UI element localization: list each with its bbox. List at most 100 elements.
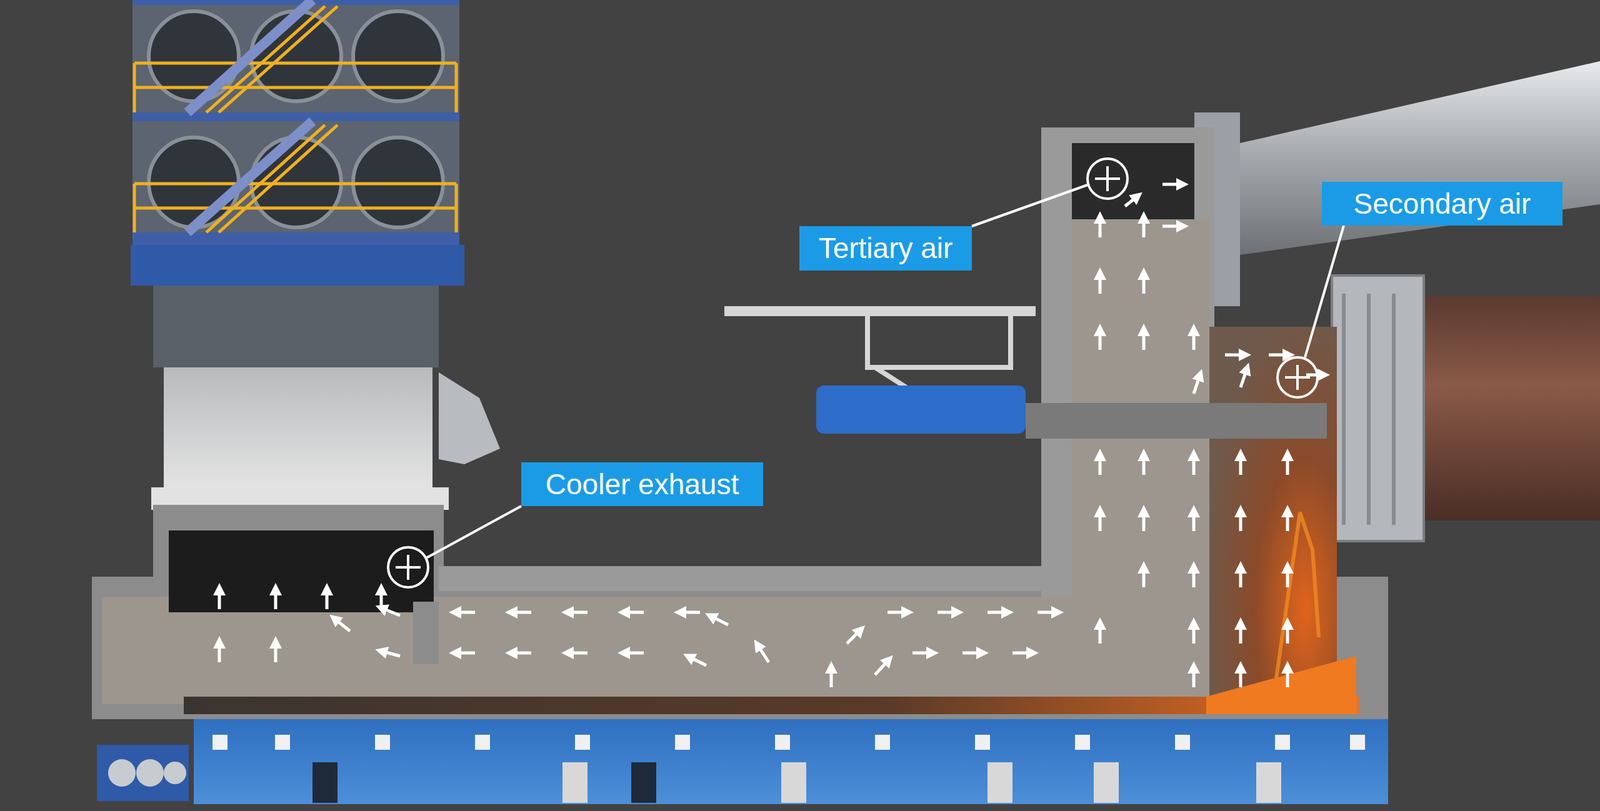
floor-slab	[132, 112, 460, 122]
flow-arrow	[1012, 651, 1033, 655]
flow-arrow	[1098, 273, 1102, 294]
floor-slab	[132, 232, 460, 245]
flow-arrow	[274, 642, 278, 663]
flow-arrow	[380, 589, 384, 610]
callout-label: Tertiary air	[818, 232, 954, 265]
flow-arrow	[455, 611, 475, 615]
leader-line	[1305, 225, 1344, 358]
flow-arrow	[1192, 623, 1196, 644]
leader-line	[426, 506, 522, 559]
door	[631, 762, 657, 804]
flow-arrow	[1286, 623, 1290, 644]
window	[212, 735, 228, 750]
underframe	[96, 719, 1389, 805]
clinker-bed	[183, 696, 1359, 715]
flow-arrow	[937, 611, 958, 615]
flow-arrow	[1192, 455, 1196, 475]
seal-rib	[1343, 293, 1394, 525]
flow-arrow	[1037, 611, 1058, 615]
flow-arrow	[846, 630, 861, 644]
plus-circle-symbol	[1277, 357, 1318, 398]
flow-arrow	[987, 611, 1008, 615]
cooler-housing	[91, 127, 1389, 720]
chamber-wall	[153, 505, 444, 613]
fan-tower	[130, 0, 465, 286]
flow-arrow	[1192, 667, 1196, 688]
underframe-body	[193, 719, 1389, 805]
flow-arrow	[1142, 217, 1146, 238]
flow-arrow	[1142, 511, 1146, 532]
flow-arrow	[1306, 373, 1324, 377]
flow-arrow	[455, 651, 475, 655]
flow-arrow	[1098, 623, 1102, 644]
window	[675, 735, 690, 750]
window	[1175, 735, 1190, 750]
callout-box: Cooler exhaust	[521, 462, 764, 507]
exhaust-chamber	[168, 530, 434, 613]
rail	[724, 306, 1036, 317]
exhaust-duct	[151, 285, 500, 510]
window	[775, 735, 790, 750]
spark-fall	[1275, 512, 1319, 688]
flow-arrow	[325, 589, 329, 610]
flow-arrow	[334, 618, 350, 632]
leader-line	[971, 185, 1088, 227]
flow-arrow	[1225, 353, 1245, 357]
flow-arrow	[1268, 353, 1289, 357]
kiln-hood-seal	[1331, 275, 1424, 542]
flow-arrow	[1239, 623, 1243, 644]
flow-arrow	[381, 608, 400, 616]
flow-arrow	[623, 611, 644, 615]
window	[475, 735, 490, 750]
flow-arrow	[1192, 511, 1196, 532]
flow-arrow	[1192, 567, 1196, 588]
flow-arrow	[1239, 511, 1243, 532]
flow-arrow	[962, 651, 983, 655]
tower-frame	[132, 0, 460, 250]
fan-motors	[96, 745, 189, 802]
flow-arrow	[1162, 225, 1183, 229]
flow-arrow	[1142, 273, 1146, 294]
flow-arrow	[511, 651, 532, 655]
flow-arrow	[218, 642, 222, 663]
window	[1350, 735, 1365, 750]
plus-circle-symbol	[1285, 365, 1310, 390]
callouts	[388, 158, 1344, 588]
flow-arrow	[688, 656, 707, 666]
flow-arrow	[1098, 217, 1102, 238]
window	[1275, 735, 1290, 750]
airflow-arrows	[219, 184, 1324, 688]
door	[312, 762, 338, 804]
flow-arrow	[274, 589, 278, 610]
plus-circle-symbol	[1087, 158, 1128, 199]
duct-nozzle	[438, 372, 500, 465]
door	[562, 762, 588, 804]
plus-circle-symbol	[388, 547, 429, 588]
window	[575, 735, 590, 750]
window	[275, 735, 290, 750]
flow-arrow	[1142, 567, 1146, 588]
motor	[163, 761, 187, 785]
flow-arrow	[218, 589, 222, 610]
window	[1075, 735, 1090, 750]
door	[1256, 762, 1282, 804]
flow-arrow	[1098, 511, 1102, 532]
flow-arrow	[623, 651, 644, 655]
flow-arrow	[1125, 196, 1138, 207]
flow-arrow	[567, 611, 588, 615]
window	[975, 735, 990, 750]
flow-arrow	[1142, 330, 1146, 350]
door	[781, 762, 807, 804]
flow-arrow	[1192, 330, 1196, 350]
burner-trolley	[867, 316, 1011, 388]
flow-arrow	[1098, 330, 1102, 350]
tower-beam	[132, 0, 460, 5]
flow-arrow	[1239, 455, 1243, 475]
callout-box: Tertiary air	[799, 226, 972, 271]
door	[1093, 762, 1119, 804]
motor	[136, 759, 164, 787]
flow-arrow	[1286, 511, 1290, 532]
window	[875, 735, 890, 750]
flow-arrow	[887, 611, 908, 615]
